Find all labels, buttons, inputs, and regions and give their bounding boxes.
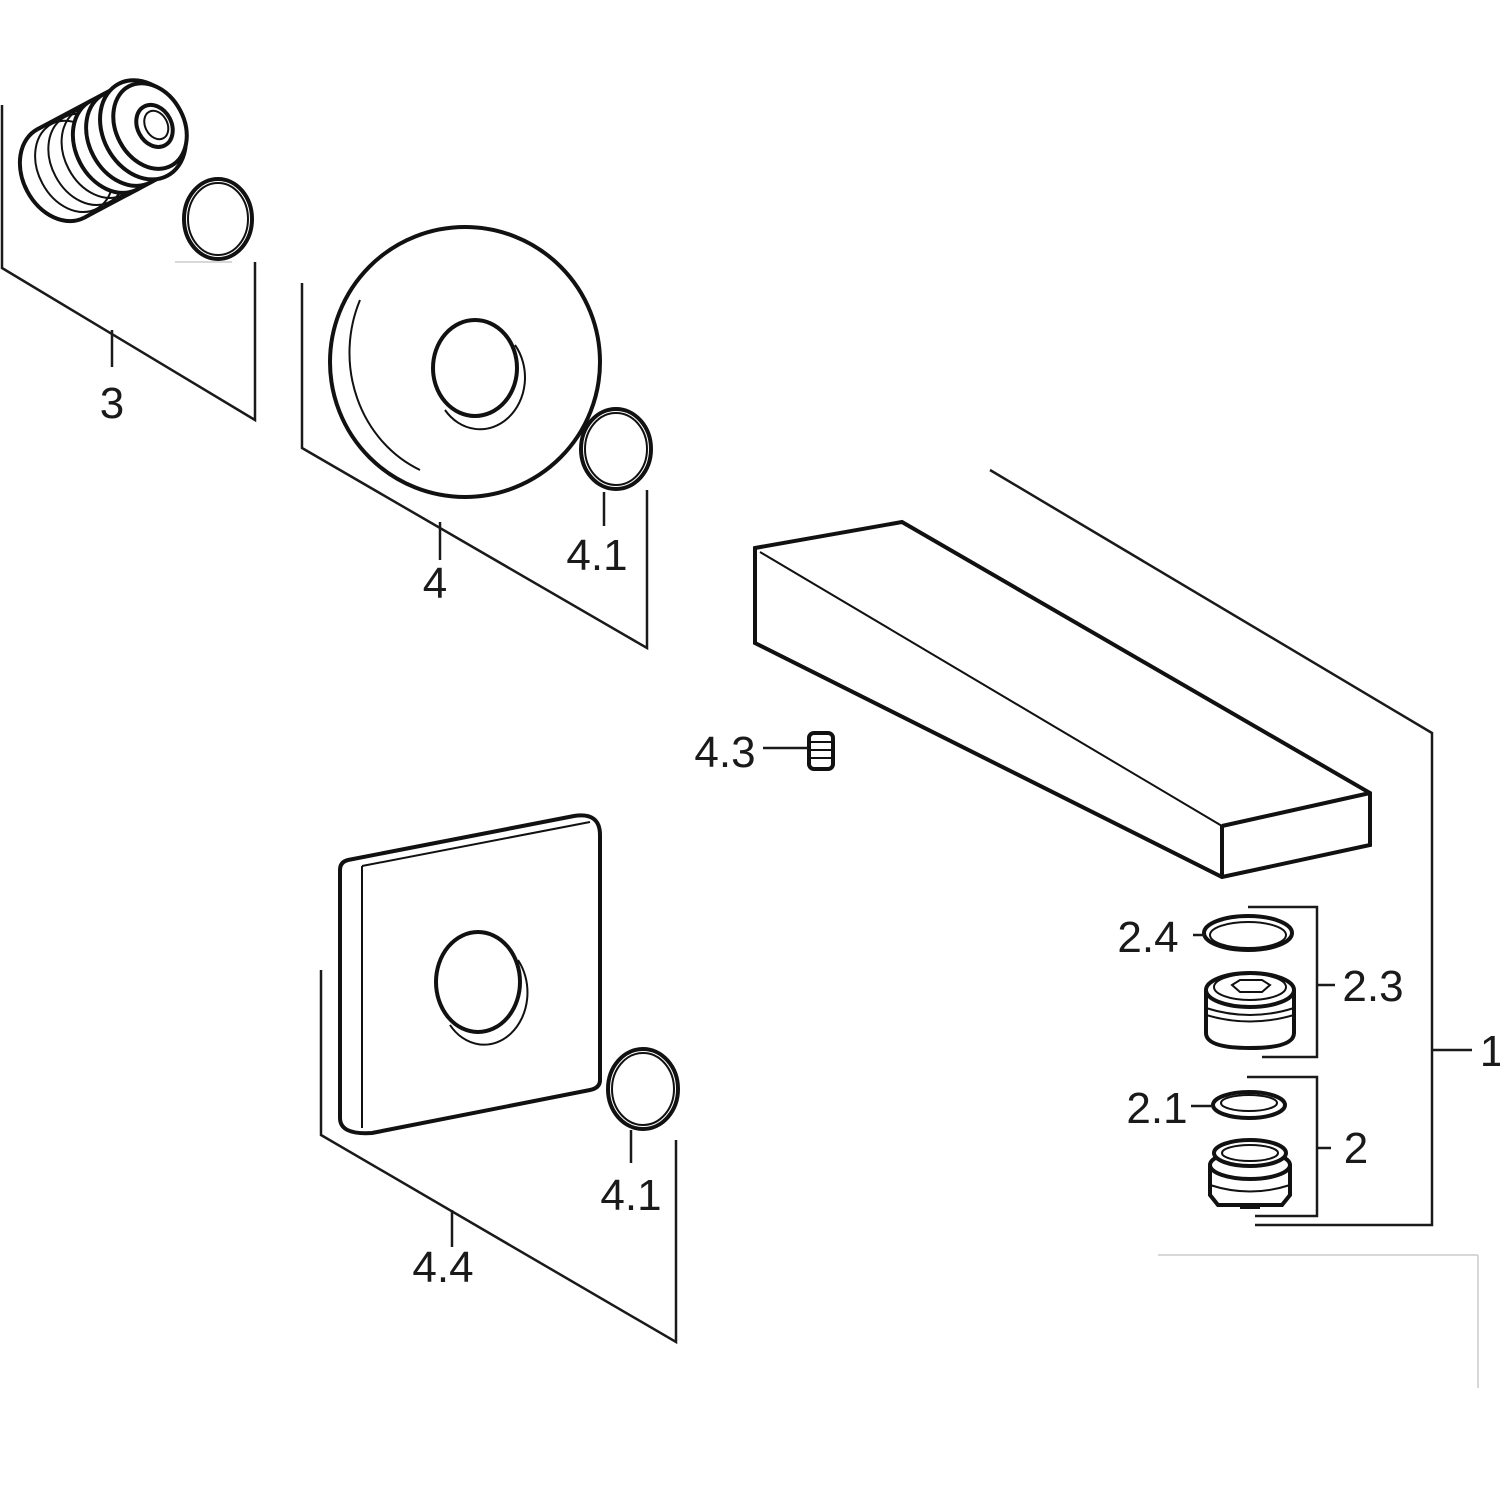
part-4-4-square-rosette bbox=[338, 813, 602, 1136]
label-2-3: 2.3 bbox=[1342, 962, 1403, 1011]
label-4-3: 4.3 bbox=[694, 728, 755, 777]
label-4-1-upper: 4.1 bbox=[566, 531, 627, 580]
leader-4-4 bbox=[319, 970, 678, 1345]
part-4-1-oring-lower bbox=[606, 1047, 680, 1131]
leader-1 bbox=[989, 468, 1472, 1227]
part-2-3-aerator-insert bbox=[1204, 971, 1296, 1051]
part-2-aerator bbox=[1208, 1138, 1292, 1209]
part-4-3-grub-screw bbox=[763, 731, 835, 771]
leader-3 bbox=[0, 105, 257, 423]
bracket-2-3 bbox=[1248, 905, 1335, 1059]
part-4-round-rosette bbox=[328, 225, 602, 499]
part-3-cartridge bbox=[17, 78, 189, 224]
part-2-4-ring bbox=[1193, 914, 1294, 952]
label-2-1: 2.1 bbox=[1126, 1084, 1187, 1133]
label-2-4: 2.4 bbox=[1117, 913, 1178, 962]
label-3: 3 bbox=[100, 379, 124, 428]
faint-guides bbox=[175, 261, 1479, 1388]
part-1-spout bbox=[753, 519, 1372, 880]
label-1: 1 bbox=[1480, 1027, 1500, 1076]
label-4: 4 bbox=[423, 559, 447, 608]
part-3-oring bbox=[182, 177, 254, 261]
leader-4 bbox=[300, 283, 649, 651]
bracket-2 bbox=[1247, 1075, 1331, 1218]
part-4-1-oring-upper bbox=[579, 407, 653, 491]
part-2-1-seal bbox=[1191, 1090, 1287, 1120]
label-4-1-lower: 4.1 bbox=[600, 1171, 661, 1220]
label-4-4: 4.4 bbox=[412, 1243, 473, 1292]
label-2: 2 bbox=[1344, 1124, 1368, 1173]
